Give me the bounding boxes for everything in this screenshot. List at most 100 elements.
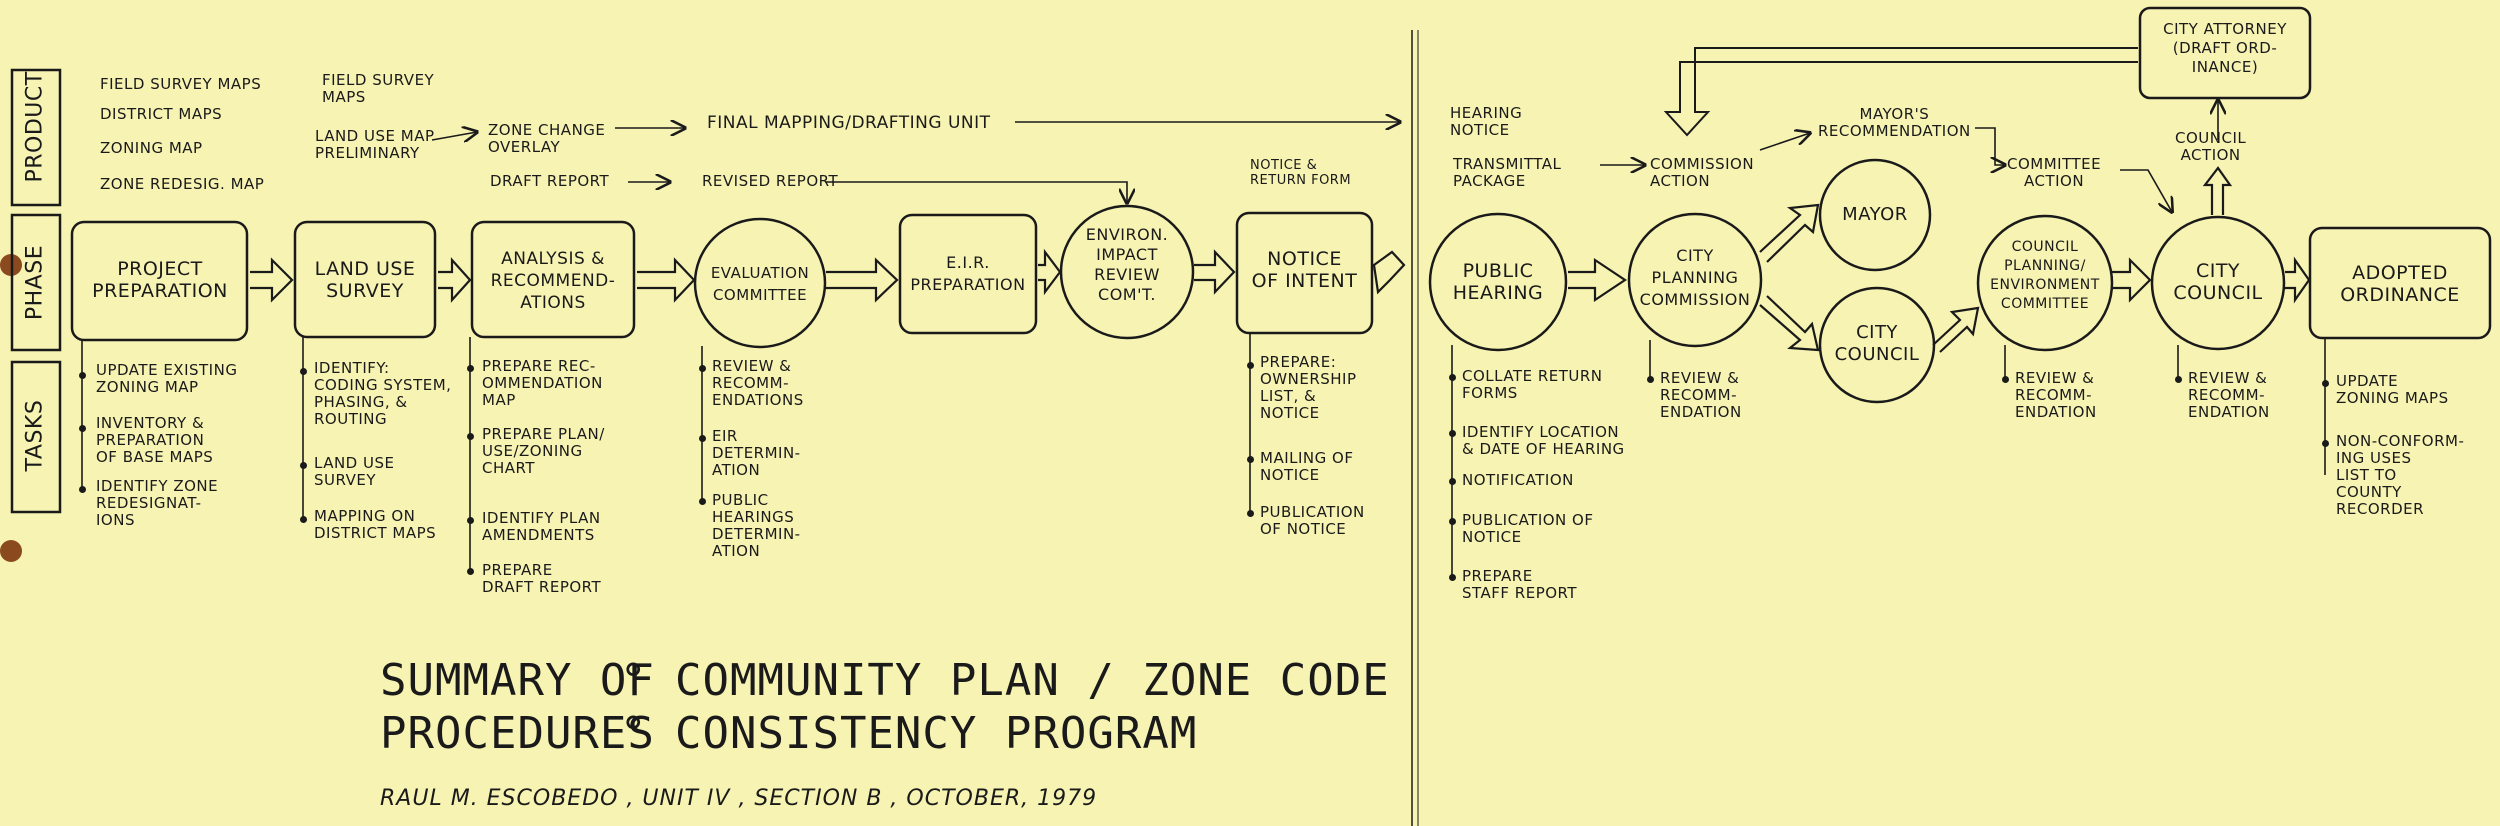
row-label-box-product (10, 68, 62, 207)
city-council-circle (2150, 215, 2286, 351)
task-ar-3: IDENTIFY PLAN AMENDMENTS (482, 509, 601, 544)
product-mayors-rec: MAYOR'S RECOMMENDATION (1818, 105, 1971, 140)
product-committee-action: COMMITTEE ACTION (2007, 155, 2102, 190)
task-bullet (1247, 362, 1254, 369)
credit-line: RAUL M. ESCOBEDO , UNIT IV , SECTION B ,… (380, 786, 1098, 811)
product-notice-form: NOTICE & RETURN FORM (1250, 158, 1352, 188)
task-bullet (699, 435, 706, 442)
evaluation-committee-circle (693, 217, 827, 349)
product-zone-change: ZONE CHANGE OVERLAY (488, 121, 606, 156)
adopted-ordinance-box (2308, 226, 2492, 340)
task-ec-3: PUBLIC HEARINGS DETERMIN- ATION (712, 491, 801, 560)
product-hearing-notice: HEARING NOTICE (1450, 104, 1523, 139)
task-lus-3: MAPPING ON DISTRICT MAPS (314, 507, 437, 542)
city-attorney-box (2138, 6, 2312, 100)
task-ph-2: IDENTIFY LOCATION & DATE OF HEARING (1462, 423, 1625, 458)
task-cc-1: REVIEW & RECOMM- ENDATION (2188, 369, 2270, 421)
product-zoning-map: ZONING MAP (100, 139, 203, 157)
task-pp-2: INVENTORY & PREPARATION OF BASE MAPS (96, 414, 214, 466)
task-bullet (467, 365, 474, 372)
task-bullet (300, 516, 307, 523)
task-pp-3: IDENTIFY ZONE REDESIGNAT- IONS (96, 477, 219, 529)
task-ph-1: COLLATE RETURN FORMS (1462, 367, 1603, 402)
phase-evaluation: EVALUATION COMMITTEE (710, 264, 810, 304)
city-planning-circle (1627, 212, 1763, 348)
row-label-box-tasks (10, 360, 62, 514)
task-cpc-1: REVIEW & RECOMM- ENDATION (1660, 369, 1742, 421)
mayor-circle (1818, 158, 1932, 272)
product-draft-report: DRAFT REPORT (490, 172, 610, 190)
task-bullet (300, 462, 307, 469)
task-bullet (699, 365, 706, 372)
task-ni-1: PREPARE: OWNERSHIP LIST, & NOTICE (1260, 353, 1357, 422)
task-bullet (467, 568, 474, 575)
title-line2-a: PROCEDURES (380, 708, 655, 759)
row-label-box-phase (10, 213, 62, 352)
phase-environ: ENVIRON. IMPACT REVIEW COM'T. (1085, 225, 1169, 304)
task-bullet (1647, 376, 1654, 383)
task-bullet (467, 433, 474, 440)
title-line1-a: SUMMARY OF (380, 655, 655, 706)
task-bullet (79, 425, 86, 432)
analysis-box (470, 220, 636, 339)
task-ph-5: PREPARE STAFF REPORT (1462, 567, 1578, 602)
task-lus-2: LAND USE SURVEY (314, 454, 395, 489)
council-planning-circle (1976, 214, 2114, 352)
task-bullet (1247, 510, 1254, 517)
product-final-mapping: FINAL MAPPING/DRAFTING UNIT (707, 113, 991, 133)
task-pp-1: UPDATE EXISTING ZONING MAP (96, 361, 238, 396)
row-label-product: PRODUCT (22, 71, 48, 183)
product-district-maps: DISTRICT MAPS (100, 105, 223, 123)
task-ar-4: PREPARE DRAFT REPORT (482, 561, 602, 596)
phase-mayor: MAYOR (1842, 204, 1908, 225)
task-cpe-1: REVIEW & RECOMM- ENDATION (2015, 369, 2097, 421)
task-bullet (2175, 376, 2182, 383)
task-ar-2: PREPARE PLAN/ USE/ZONING CHART (482, 425, 605, 477)
task-bullet (1449, 374, 1456, 381)
product-field-survey-maps-2: FIELD SURVEY MAPS (322, 71, 435, 106)
city-attorney-label: CITY ATTORNEY (DRAFT ORD- INANCE) (2163, 20, 2287, 76)
product-transmittal: TRANSMITTAL PACKAGE (1453, 155, 1562, 190)
task-bullet (467, 517, 474, 524)
phase-council-planning: COUNCIL PLANNING/ ENVIRONMENT COMMITTEE (1990, 239, 2100, 312)
public-hearing-circle (1428, 212, 1568, 352)
task-bullet (2002, 376, 2009, 383)
title-bullet-2: ° (620, 708, 648, 759)
task-bullet (79, 372, 86, 379)
phase-city-council: CITY COUNCIL (2173, 260, 2263, 304)
product-field-survey-maps: FIELD SURVEY MAPS (100, 75, 262, 93)
phase-eir: E.I.R. PREPARATION (910, 253, 1026, 294)
task-ni-3: PUBLICATION OF NOTICE (1260, 503, 1365, 538)
task-bullet (79, 486, 86, 493)
product-council-action: COUNCIL ACTION (2175, 129, 2247, 164)
task-bullet (1449, 430, 1456, 437)
product-revised-report: REVISED REPORT (702, 172, 839, 190)
task-bullet (1449, 478, 1456, 485)
phase-adopted-ordinance: ADOPTED ORDINANCE (2340, 262, 2460, 306)
task-ec-1: REVIEW & RECOMM- ENDATIONS (712, 357, 804, 409)
project-preparation-box (70, 220, 249, 342)
task-ph-4: PUBLICATION OF NOTICE (1462, 511, 1594, 546)
task-ec-2: EIR DETERMIN- ATION (712, 427, 801, 479)
phase-public-hearing: PUBLIC HEARING (1452, 260, 1544, 304)
task-bullet (2322, 440, 2329, 447)
title-line2-b: CONSISTENCY PROGRAM (675, 708, 1198, 759)
task-bullet (699, 498, 706, 505)
task-bullet (300, 368, 307, 375)
phase-notice-of-intent: NOTICE OF INTENT (1251, 248, 1358, 292)
binder-hole-bottom (0, 540, 22, 562)
notice-of-intent-box (1235, 211, 1374, 335)
task-ar-1: PREPARE REC- OMMENDATION MAP (482, 357, 603, 409)
task-ph-3: NOTIFICATION (1462, 471, 1574, 489)
product-land-use-map: LAND USE MAP PRELIMINARY (315, 127, 435, 162)
task-bullet (1247, 456, 1254, 463)
product-zone-redesig: ZONE REDESIG. MAP (100, 175, 265, 193)
phase-project-preparation: PROJECT PREPARATION (92, 258, 228, 302)
task-bullet (1449, 518, 1456, 525)
task-bullet (2322, 380, 2329, 387)
task-bullet (1449, 574, 1456, 581)
phase-arrows (250, 47, 2311, 353)
product-commission-action: COMMISSION ACTION (1650, 155, 1755, 190)
task-ao-2: NON-CONFORM- ING USES LIST TO COUNTY REC… (2336, 432, 2465, 518)
